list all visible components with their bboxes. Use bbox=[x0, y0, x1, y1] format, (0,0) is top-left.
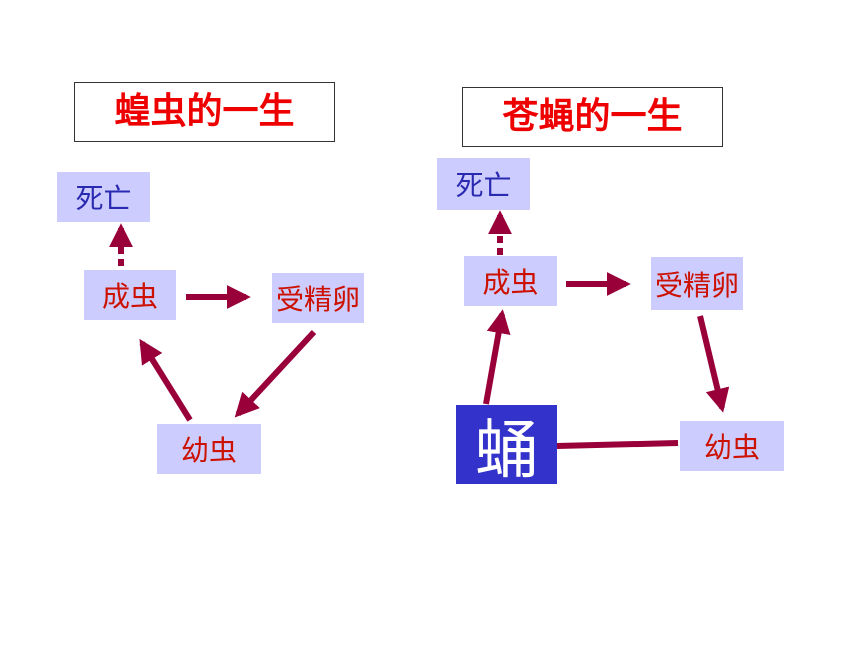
locust-death-node: 死亡 bbox=[57, 172, 150, 222]
housefly-death-node: 死亡 bbox=[437, 158, 530, 210]
housefly-egg-node: 受精卵 bbox=[651, 257, 743, 310]
housefly-adult-node: 成虫 bbox=[464, 256, 557, 306]
arrow-locust-egg-to-nymph bbox=[234, 329, 317, 418]
housefly-title: 苍蝇的一生 bbox=[462, 87, 723, 147]
arrow-fly-pupa-to-adult bbox=[483, 309, 511, 405]
housefly-larva-node: 幼虫 bbox=[680, 421, 784, 471]
locust-egg-node: 受精卵 bbox=[272, 273, 364, 323]
locust-title: 蝗虫的一生 bbox=[74, 82, 335, 142]
arrow-locust-nymph-to-adult bbox=[139, 338, 193, 422]
arrow-fly-egg-to-larva bbox=[697, 315, 730, 413]
locust-nymph-node: 幼虫 bbox=[157, 424, 261, 474]
line-fly-larva-to-pupa bbox=[556, 440, 679, 449]
locust-adult-node: 成虫 bbox=[84, 270, 176, 320]
housefly-pupa-node: 蛹 bbox=[456, 405, 557, 488]
